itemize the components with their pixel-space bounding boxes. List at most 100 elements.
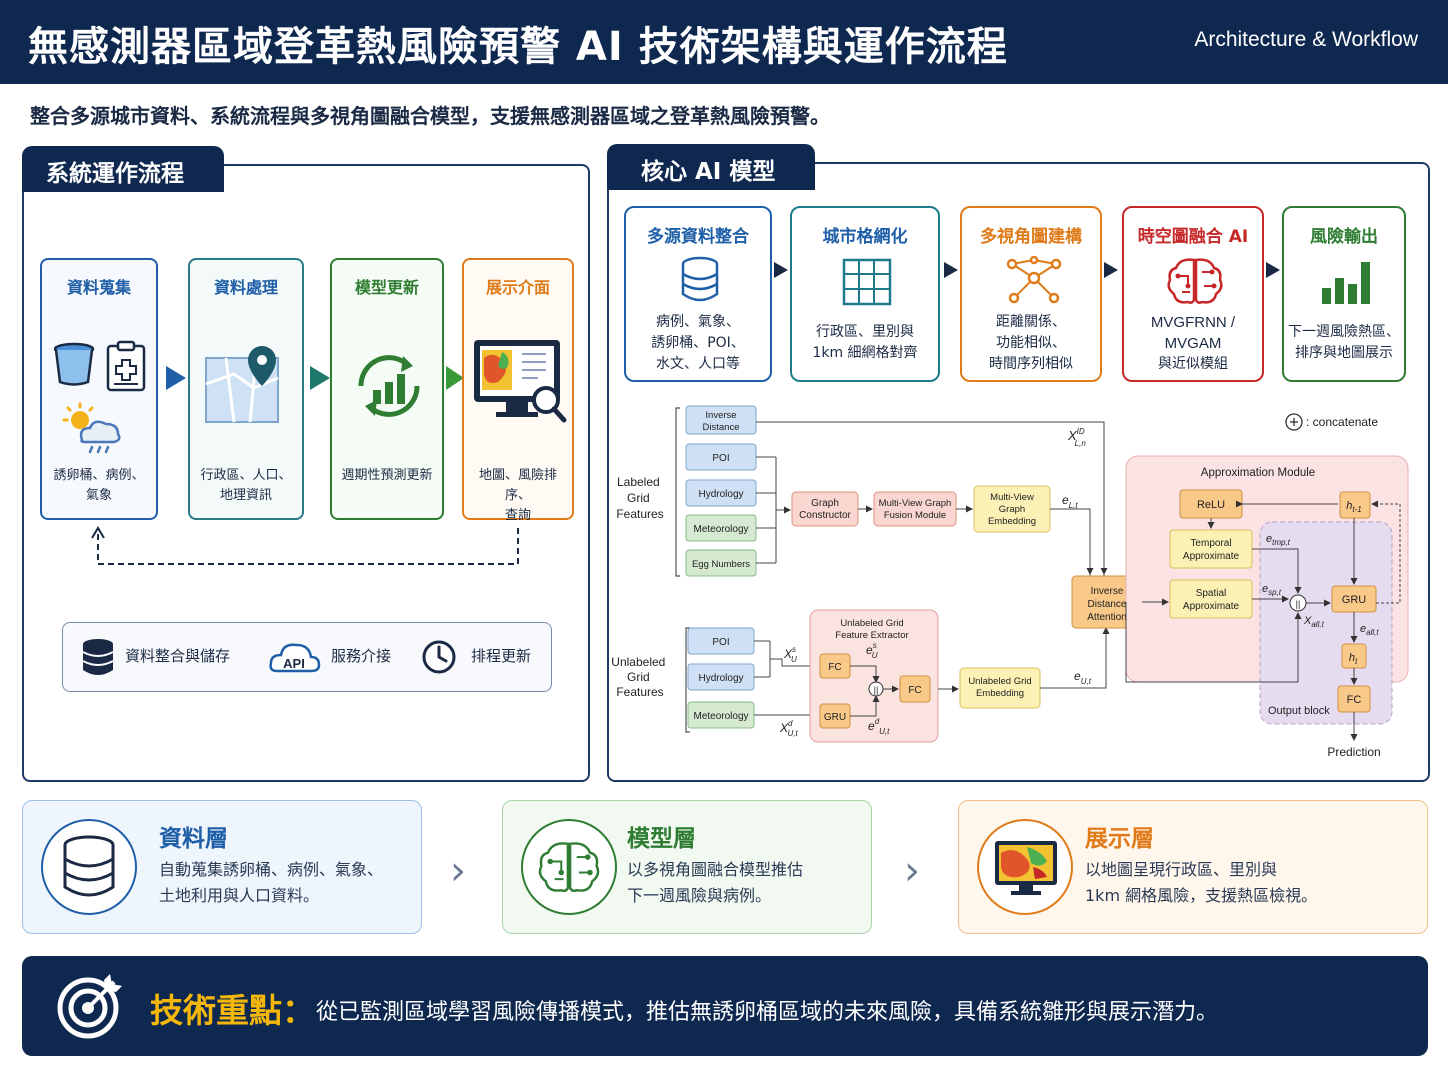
card-desc: 下一週風險熱區、 排序與地圖展示: [1288, 324, 1400, 361]
step-title: 展示介面: [485, 278, 550, 297]
concat-legend: : concatenate: [1285, 413, 1378, 431]
database-icon: [63, 835, 115, 897]
ufeature-hydrology: Hydrology: [698, 673, 743, 684]
map-pin-icon: [205, 346, 279, 423]
highlight-label: 技術重點：: [150, 991, 315, 1030]
legend-text: : concatenate: [1306, 415, 1378, 429]
step-card-display[interactable]: 展示介面 地圖、風險排序、 查詢: [462, 258, 574, 523]
relu-block: ReLU: [1197, 499, 1225, 511]
medical-clipboard-icon: [106, 340, 146, 392]
chevron-right-icon: ›: [904, 848, 920, 894]
feature-poi: POI: [712, 453, 729, 464]
layer-desc: 以地圖呈現行政區、里別與 1km 網格風險，支援熱區檢視。: [1085, 860, 1318, 905]
step-desc: 行政區、人口、 地理資訊: [200, 468, 292, 503]
step-card-process[interactable]: 資料處理 行政區、人口、 地理資訊: [188, 258, 304, 520]
page-subtitle: Architecture & Workflow: [1194, 28, 1418, 51]
h-prev-block: ht-1: [1346, 500, 1361, 514]
header-bar: 無感測器區域登革熱風險預警 AI 技術架構與運作流程 Architecture …: [0, 0, 1448, 84]
ufeature-poi: POI: [712, 637, 729, 648]
extractor-fc-out: FC: [908, 685, 921, 696]
feedback-loop-arrow: [91, 526, 519, 565]
layer-desc: 自動蒐集誘卵桶、病例、氣象、 土地利用與人口資料。: [159, 860, 384, 905]
sym-e-d: edU,t: [868, 717, 890, 736]
bar-chart-icon: [1322, 262, 1370, 304]
step-desc: 週期性預測更新: [341, 468, 433, 483]
flow-arrow: [166, 366, 186, 390]
layer-title: 資料層: [159, 826, 228, 852]
tech-highlight-banner: 技術重點： 從已監測區域學習風險傳播模式，推估無誘卵桶區域的未來風險，具備系統雛…: [22, 956, 1428, 1056]
extractor-fc: FC: [828, 662, 841, 673]
intro-text: 整合多源城市資料、系統流程與多視角圖融合模型，支援無感測器區域之登革熱風險預警。: [30, 104, 830, 128]
layer-card-data[interactable]: 資料層 自動蒐集誘卵桶、病例、氣象、 土地利用與人口資料。: [22, 800, 422, 934]
card-title: 多源資料整合: [647, 227, 749, 247]
grid-table-icon: [842, 258, 892, 306]
sym-e-l: eL,t: [1062, 493, 1078, 510]
step-card-model[interactable]: 模型更新 週期性預測更新: [330, 258, 444, 520]
pipeline-arrow: [1266, 262, 1280, 278]
main-gru: GRU: [1342, 594, 1367, 606]
pipeline-arrow: [944, 262, 958, 278]
card-desc: MVGFRNN / MVGAM 與近似模組: [1150, 314, 1236, 372]
highlight-text: 從已監測區域學習風險傳播模式，推估無誘卵桶區域的未來風險，具備系統雛形與展示潛力…: [316, 1000, 1219, 1025]
card-risk-output[interactable]: 風險輸出 下一週風險熱區、 排序與地圖展示: [1282, 206, 1406, 382]
ai-brain-icon: [538, 842, 600, 893]
map-monitor-search-icon: [474, 340, 567, 423]
infra-api-label: 服務介接: [331, 647, 392, 665]
pipeline-arrow: [1104, 262, 1118, 278]
layer-icon-circle: [977, 819, 1073, 915]
card-desc: 距離關係、 功能相似、 時間序列相似: [989, 314, 1073, 372]
core-ai-tab: 核心 AI 模型: [607, 144, 815, 190]
layer-title: 展示層: [1085, 826, 1154, 852]
page-title: 無感測器區域登革熱風險預警 AI 技術架構與運作流程: [28, 24, 1008, 70]
card-desc: 病例、氣象、 誘卵桶、POI、 水文、人口等: [651, 314, 745, 372]
layer-card-display[interactable]: 展示層 以地圖呈現行政區、里別與 1km 網格風險，支援熱區檢視。: [958, 800, 1428, 934]
step-desc: 地圖、風險排序、 查詢: [478, 468, 557, 523]
architecture-diagram: : concatenate Labeled Grid Features Inve…: [611, 405, 1409, 759]
flow-arrow: [310, 366, 330, 390]
extractor-gru: GRU: [824, 712, 846, 723]
refresh-chart-icon: [358, 355, 420, 417]
sym-x-all: Xall,t: [1303, 615, 1325, 629]
h-t-block: ht: [1349, 652, 1358, 666]
step-title: 模型更新: [354, 278, 419, 297]
card-spatiotemporal-ai[interactable]: 時空圖融合 AI MVGFRNN / MVGAM 與近似模組: [1122, 206, 1264, 382]
flow-arrow: [446, 366, 464, 390]
card-grid[interactable]: 城市格網化 行政區、里別與 1km 細網格對齊: [790, 206, 940, 382]
api-badge-text: API: [283, 656, 305, 671]
target-icon: [57, 974, 122, 1039]
layer-icon-circle: [521, 819, 617, 915]
sym-e-sp: esp,t: [1262, 583, 1282, 597]
layer-card-model[interactable]: 模型層 以多視角圖融合模型推估 下一週風險與病例。: [502, 800, 872, 934]
ufeature-meteorology: Meteorology: [693, 711, 748, 722]
sym-e-tmp: etmp,t: [1266, 533, 1291, 547]
feature-egg-numbers: Egg Numbers: [692, 559, 750, 570]
card-multiview-graph[interactable]: 多視角圖建構 距離關係、 功能相似、 時間序列相似: [960, 206, 1102, 382]
step-card-collect[interactable]: 資料蒐集 誘卵桶、病例、 氣象: [40, 258, 158, 520]
prediction-label: Prediction: [1327, 745, 1380, 759]
sym-e-u: eU,t: [1074, 669, 1092, 686]
layer-desc: 以多視角圖融合模型推估 下一週風險與病例。: [627, 860, 804, 905]
labeled-group-label: Labeled Grid Features: [616, 475, 663, 521]
card-title: 多視角圖建構: [980, 227, 1082, 247]
ai-brain-icon: [1167, 258, 1223, 304]
database-icon: [82, 639, 114, 675]
card-title: 時空圖融合 AI: [1137, 227, 1249, 247]
card-desc: 行政區、里別與 1km 細網格對齊: [812, 324, 918, 361]
clock-icon: [422, 640, 456, 674]
main-concat-node: ||: [1296, 599, 1301, 609]
layer-icon-circle: [41, 819, 137, 915]
layer-title: 模型層: [627, 826, 696, 852]
card-data-integration[interactable]: 多源資料整合 病例、氣象、 誘卵桶、POI、 水文、人口等: [624, 206, 772, 382]
step-title: 資料蒐集: [66, 278, 131, 297]
